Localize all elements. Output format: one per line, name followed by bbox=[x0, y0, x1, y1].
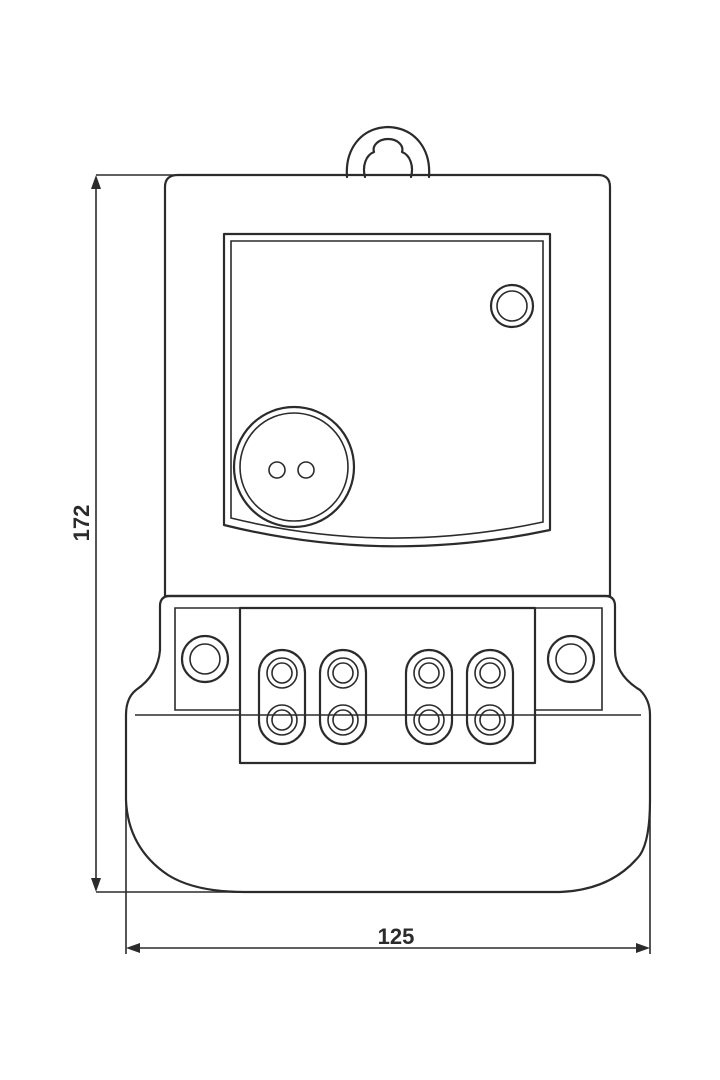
terminal-pair-3 bbox=[404, 648, 454, 746]
width-dimension-label: 125 bbox=[378, 924, 415, 949]
hanging-hook bbox=[345, 125, 431, 179]
optical-port-icon bbox=[232, 405, 356, 529]
terminal-pair-2 bbox=[318, 648, 368, 746]
mounting-screw-right-icon bbox=[546, 634, 596, 684]
seal-screw-icon bbox=[489, 283, 535, 329]
mounting-screw-left-icon bbox=[180, 634, 230, 684]
terminal-block bbox=[124, 594, 652, 894]
height-dimension: 172 bbox=[69, 174, 245, 893]
terminal-pair-4 bbox=[465, 648, 515, 746]
terminal-pair-1 bbox=[257, 648, 307, 746]
height-dimension-label: 172 bbox=[69, 505, 94, 542]
display-window bbox=[222, 232, 552, 548]
width-dimension: 125 bbox=[125, 800, 651, 954]
